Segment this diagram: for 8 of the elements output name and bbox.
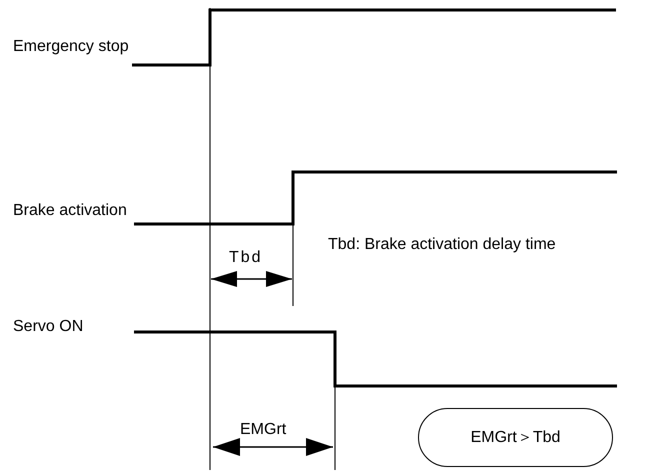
signal-name: Brake activation: [13, 202, 127, 220]
condition-box: [418, 408, 613, 467]
dimension-label: Tbd: [229, 249, 263, 267]
dimension-label: EMGrt: [240, 421, 286, 439]
condition-text: EMGrt＞Tbd: [470, 428, 560, 446]
note-text: Tbd: Brake activation delay time: [328, 236, 556, 254]
signal-name: Emergency stop: [13, 38, 129, 56]
signal-name: Servo ON: [13, 318, 84, 336]
